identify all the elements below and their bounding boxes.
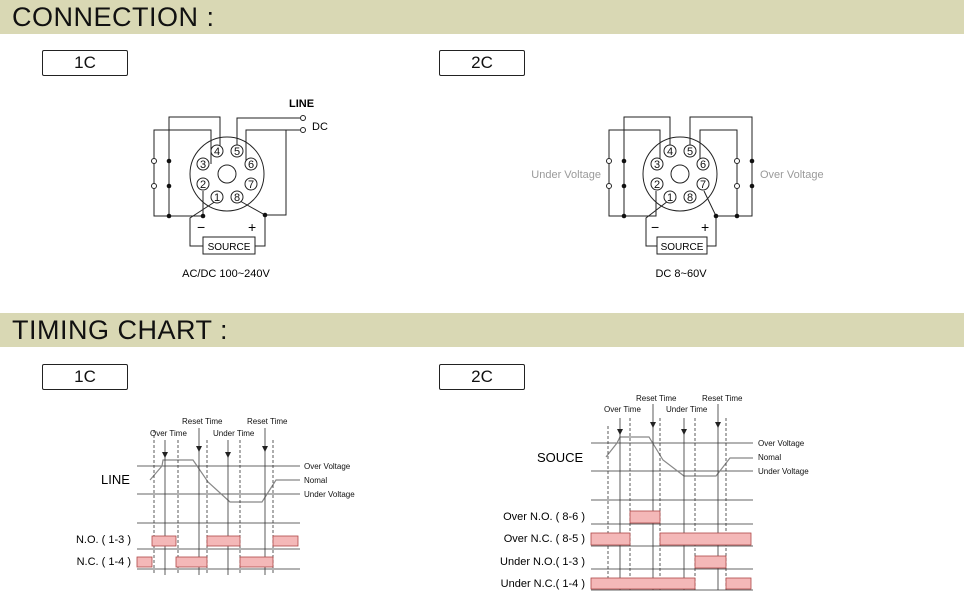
pin-2-2c: 2 bbox=[654, 179, 660, 191]
connection-2c-tag: 2C bbox=[439, 50, 525, 76]
pin-1-2c: 1 bbox=[667, 192, 673, 204]
connection-1c-tag: 1C bbox=[42, 50, 128, 76]
plus-sign-1c: + bbox=[248, 219, 256, 235]
row-under-nc-label-2c: Under N.C.( 1-4 ) bbox=[501, 578, 585, 590]
row-no-label-1c: N.O. ( 1-3 ) bbox=[76, 534, 131, 546]
minus-sign-2c: − bbox=[651, 219, 659, 235]
over-time-label-1c: Over Time bbox=[150, 429, 187, 438]
row-nc-label-1c: N.C. ( 1-4 ) bbox=[77, 556, 131, 568]
timing-title: TIMING CHART : bbox=[12, 315, 229, 345]
level-under-label-1c: Under Voltage bbox=[304, 490, 355, 499]
terminal-line-1c bbox=[300, 115, 306, 121]
terminal-dc-1c bbox=[300, 127, 306, 133]
timing-1c-tag: 1C bbox=[42, 364, 128, 390]
line-label-1c: LINE bbox=[289, 98, 314, 110]
level-over-label-2c: Over Voltage bbox=[758, 439, 805, 448]
pin-5-2c: 5 bbox=[687, 146, 693, 158]
connection-header-bar: CONNECTION : bbox=[0, 0, 964, 34]
over-time-label-2c: Over Time bbox=[604, 405, 641, 414]
dc-label-1c: DC bbox=[312, 121, 328, 133]
socket-key-1c bbox=[217, 164, 237, 184]
source-label-2c: SOURCE bbox=[661, 242, 704, 253]
row-over-no-label-2c: Over N.O. ( 8-6 ) bbox=[503, 511, 585, 523]
caption-1c: AC/DC 100~240V bbox=[182, 268, 270, 280]
level-over-label-1c: Over Voltage bbox=[304, 462, 351, 471]
pin-7-2c: 7 bbox=[700, 179, 706, 191]
source-label-1c: SOURCE bbox=[208, 242, 251, 253]
timing-2c-tag: 2C bbox=[439, 364, 525, 390]
source-box-1c bbox=[202, 236, 256, 255]
under-time-label-1c: Under Time bbox=[213, 429, 255, 438]
socket-circle-2c bbox=[642, 136, 718, 212]
signal-label-1c: LINE bbox=[101, 472, 130, 487]
minus-sign-1c: − bbox=[197, 219, 205, 235]
pin-3-1c: 3 bbox=[200, 159, 206, 171]
row-under-no-label-2c: Under N.O.( 1-3 ) bbox=[500, 556, 585, 568]
under-voltage-label-2c: Under Voltage bbox=[531, 169, 601, 181]
level-under-label-2c: Under Voltage bbox=[758, 467, 809, 476]
pin-1-1c: 1 bbox=[214, 192, 220, 204]
under-time-label-2c: Under Time bbox=[666, 405, 708, 414]
pin-6-2c: 6 bbox=[700, 159, 706, 171]
pin-7-1c: 7 bbox=[248, 179, 254, 191]
reset-time-1-label-2c: Reset Time bbox=[636, 394, 677, 403]
pin-8-2c: 8 bbox=[687, 192, 693, 204]
socket-circle-1c bbox=[189, 136, 265, 212]
pin-5-1c: 5 bbox=[234, 146, 240, 158]
reset-time-2-label-1c: Reset Time bbox=[247, 417, 288, 426]
pin-3-2c: 3 bbox=[654, 159, 660, 171]
plus-sign-2c: + bbox=[701, 219, 709, 235]
pin-4-2c: 4 bbox=[667, 146, 673, 158]
reset-time-1-label-1c: Reset Time bbox=[182, 417, 223, 426]
level-normal-label-1c: Nomal bbox=[304, 476, 327, 485]
pin-4-1c: 4 bbox=[214, 146, 220, 158]
pin-6-1c: 6 bbox=[248, 159, 254, 171]
row-over-nc-label-2c: Over N.C. ( 8-5 ) bbox=[504, 533, 585, 545]
pin-2-1c: 2 bbox=[200, 179, 206, 191]
source-waveform-2c bbox=[605, 436, 753, 477]
over-voltage-label-2c: Over Voltage bbox=[760, 169, 824, 181]
connection-title: CONNECTION : bbox=[12, 2, 215, 32]
level-normal-label-2c: Nomal bbox=[758, 453, 781, 462]
socket-key-2c bbox=[670, 164, 690, 184]
timing-header-bar: TIMING CHART : bbox=[0, 313, 964, 347]
caption-2c: DC 8~60V bbox=[655, 268, 707, 280]
line-waveform-1c bbox=[149, 459, 300, 503]
reset-time-2-label-2c: Reset Time bbox=[702, 394, 743, 403]
signal-label-2c: SOUCE bbox=[537, 450, 584, 465]
pin-8-1c: 8 bbox=[234, 192, 240, 204]
source-box-2c bbox=[656, 236, 708, 255]
